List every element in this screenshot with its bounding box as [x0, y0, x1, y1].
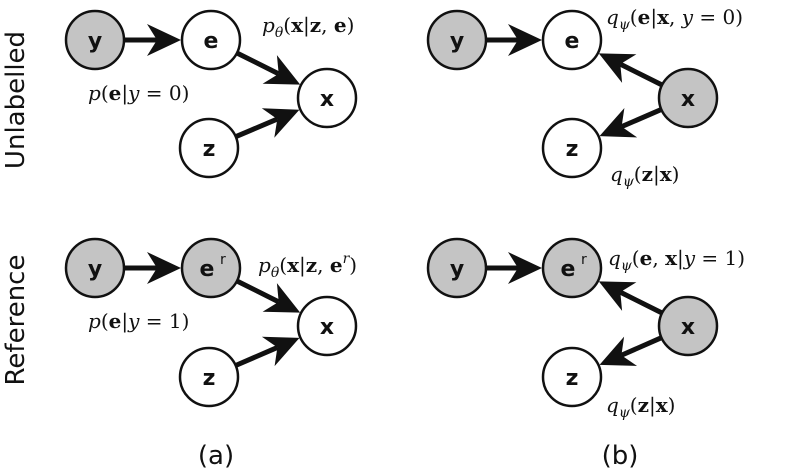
arrow-head-icon	[508, 252, 542, 284]
edge-b-bot-y-to-b-bot-e	[486, 252, 542, 284]
node-superscript: r	[581, 252, 587, 268]
node-circle	[657, 67, 719, 129]
node-a-top-e: e	[180, 9, 242, 71]
annotation-a-top-prior-e: p(e|y = 0)	[88, 81, 189, 106]
arrow-head-icon	[262, 55, 301, 85]
arrow-head-icon	[147, 24, 181, 56]
node-a-bot-x: x	[296, 295, 358, 357]
node-a-bot-z: z	[178, 346, 240, 408]
node-label: y	[450, 29, 464, 54]
edge-a-bot-y-to-a-bot-e	[124, 252, 181, 284]
node-circle	[541, 117, 603, 179]
node-b-bot-z: z	[541, 346, 603, 408]
node-circle	[64, 237, 126, 299]
edge-b-bot-x-to-b-bot-e	[598, 281, 664, 316]
annotation-a-bot-lik-x: pθ(x|z, er)	[258, 251, 357, 281]
edge-b-top-x-to-b-top-e	[598, 53, 664, 88]
node-circle	[64, 9, 126, 71]
node-circle	[180, 9, 242, 71]
node-label: e	[561, 257, 576, 282]
edge-a-top-e-to-a-top-x	[235, 50, 301, 85]
edge-a-top-y-to-a-top-e	[124, 24, 181, 56]
edge-line	[619, 289, 664, 316]
edge-b-bot-x-to-b-bot-z	[599, 335, 663, 366]
node-label: x	[681, 315, 695, 340]
edges-layer	[124, 24, 664, 368]
node-circle	[657, 295, 719, 357]
arrow-head-icon	[598, 53, 637, 83]
annotation-a-bot-prior-e: p(e|y = 1)	[88, 309, 189, 334]
row-label-unlabelled: Unlabelled	[1, 31, 31, 169]
node-a-top-z: z	[178, 117, 240, 179]
annotation-b-bot-post-z: qψ(z|x)	[606, 393, 675, 421]
node-b-top-x: x	[657, 67, 719, 129]
node-a-bot-y: y	[64, 237, 126, 299]
arrow-head-icon	[599, 108, 638, 138]
node-label: x	[320, 87, 334, 112]
annotation-b-top-post-z: qψ(z|x)	[610, 162, 679, 190]
row-label-reference: Reference	[1, 255, 31, 386]
node-label: x	[320, 315, 334, 340]
edge-line	[619, 61, 664, 88]
node-label: z	[566, 137, 579, 162]
annotation-b-top-post-e: qψ(e|x, y = 0)	[606, 5, 743, 33]
node-circle	[296, 295, 358, 357]
arrow-head-icon	[599, 336, 637, 366]
node-circle	[296, 67, 358, 129]
node-circle	[426, 9, 488, 71]
node-circle	[541, 346, 603, 408]
edge-line	[235, 50, 280, 77]
node-circle	[180, 237, 242, 299]
node-circle	[541, 237, 603, 299]
arrow-head-icon	[262, 283, 301, 313]
node-b-top-z: z	[541, 117, 603, 179]
node-label: e	[204, 29, 219, 54]
node-b-top-y: y	[426, 9, 488, 71]
node-circle	[426, 237, 488, 299]
node-b-bot-y: y	[426, 237, 488, 299]
edge-b-top-y-to-b-top-e	[486, 24, 542, 56]
node-label: z	[203, 366, 216, 391]
node-label: z	[203, 137, 216, 162]
edge-a-top-z-to-a-top-x	[234, 108, 300, 139]
edge-b-top-x-to-b-top-z	[599, 107, 663, 138]
arrow-head-icon	[147, 252, 181, 284]
edge-line	[620, 335, 663, 358]
edge-line	[234, 116, 279, 139]
node-a-top-y: y	[64, 9, 126, 71]
node-label: y	[88, 257, 102, 282]
node-label: x	[681, 87, 695, 112]
node-circle	[541, 9, 603, 71]
node-circle	[178, 346, 240, 408]
node-a-top-x: x	[296, 67, 358, 129]
panel-label-b: (b)	[602, 441, 639, 471]
node-label: e	[200, 257, 215, 282]
annotation-b-bot-post-ex: qψ(e, x|y = 1)	[608, 246, 745, 274]
node-circle	[178, 117, 240, 179]
node-label: e	[565, 29, 580, 54]
edge-line	[620, 107, 663, 129]
arrow-head-icon	[261, 336, 300, 367]
node-label: y	[88, 29, 102, 54]
edge-a-bot-e-to-a-bot-x	[235, 278, 301, 313]
node-b-bot-x: x	[657, 295, 719, 357]
node-label: y	[450, 257, 464, 282]
arrow-head-icon	[508, 24, 542, 56]
annotation-a-top-lik-x: pθ(x|z, e)	[262, 13, 354, 41]
edge-line	[234, 345, 279, 368]
node-superscript: r	[220, 252, 226, 268]
edge-line	[235, 278, 280, 305]
node-label: z	[566, 366, 579, 391]
edge-a-bot-z-to-a-bot-x	[234, 336, 300, 368]
panel-label-a: (a)	[198, 441, 234, 471]
arrow-head-icon	[598, 281, 637, 311]
node-b-top-e: e	[541, 9, 603, 71]
arrow-head-icon	[261, 108, 300, 138]
